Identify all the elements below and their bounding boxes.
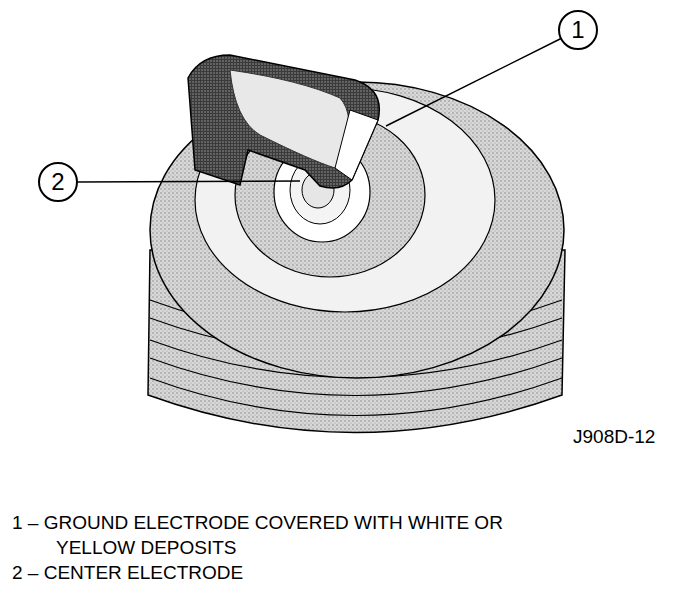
callout-circle: 2 — [38, 162, 78, 202]
leader-line — [386, 38, 562, 126]
figure-code: J908D-12 — [573, 424, 683, 449]
legend-entry: 2 – CENTER ELECTRODE — [12, 560, 572, 585]
callout-number: 1 — [571, 18, 584, 42]
callout-number: 2 — [51, 170, 64, 194]
legend-entry: 1 – GROUND ELECTRODE COVERED WITH WHITE … — [12, 510, 572, 560]
electrode-face — [335, 110, 378, 180]
electrode-highlight — [230, 70, 349, 168]
thread-line — [150, 378, 562, 416]
callout-circle: 1 — [558, 10, 598, 50]
ground-electrode — [188, 55, 379, 188]
leader-line — [77, 181, 300, 182]
